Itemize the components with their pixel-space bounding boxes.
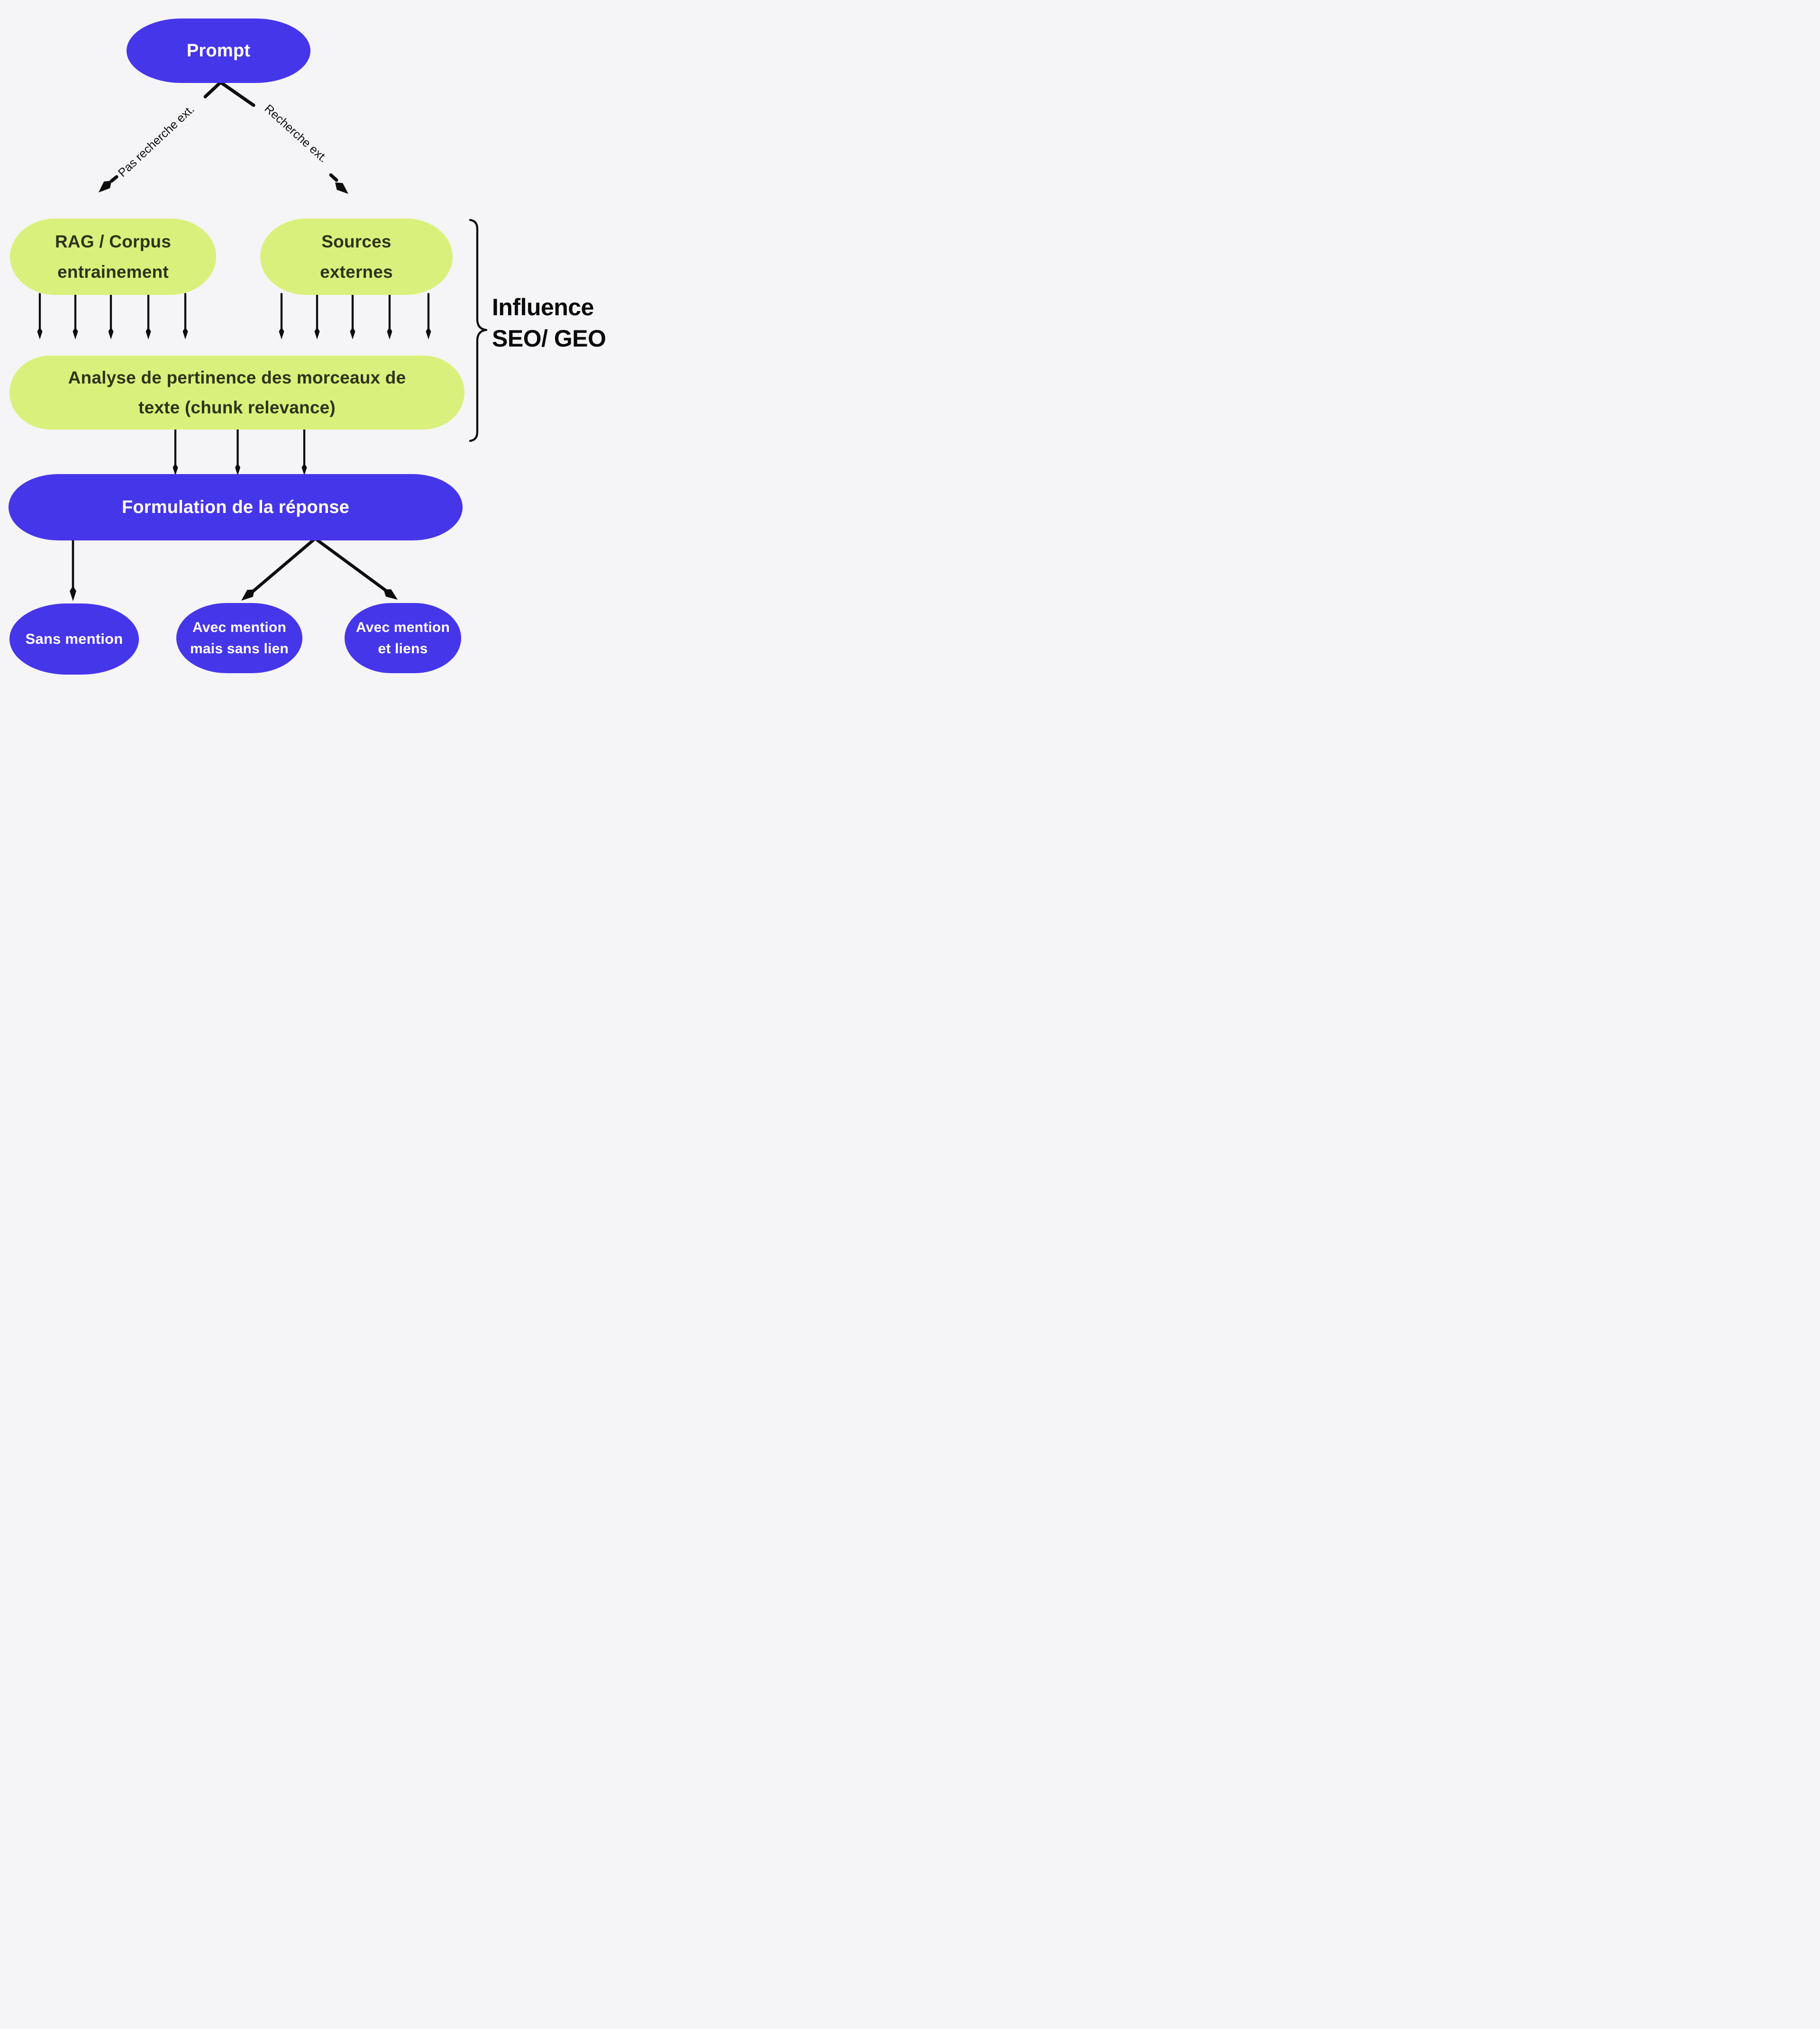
node-avec-mention-sans-lien-line2: mais sans lien [190, 641, 289, 657]
node-rag-line1: RAG / Corpus [55, 231, 171, 251]
node-formulation-reponse: Formulation de la réponse [9, 474, 463, 540]
node-analyse-pertinence: Analyse de pertinence des morceaux de te… [9, 356, 464, 430]
influence-line2: SEO/ GEO [492, 325, 606, 352]
node-rag-line2: entrainement [57, 262, 169, 282]
node-avec-mention-et-liens: Avec mention et liens [345, 603, 461, 673]
node-sources-line2: externes [320, 262, 393, 282]
node-prompt-label: Prompt [186, 40, 251, 61]
connector-layer [37, 81, 488, 604]
node-prompt: Prompt [127, 18, 310, 83]
arrows-rag-to-analysis [37, 292, 188, 340]
node-sources-externes: Sources externes [260, 219, 453, 295]
arrow-formulation-to-avec-mention-et-liens [313, 537, 401, 604]
node-avec-mention-et-liens-line1: Avec mention [355, 620, 450, 635]
node-analysis-line2: texte (chunk relevance) [138, 398, 336, 417]
arrows-sources-to-analysis [279, 292, 431, 340]
influence-seo-geo-label: Influence SEO/ GEO [492, 292, 606, 354]
node-rag-corpus: RAG / Corpus entrainement [10, 219, 216, 295]
node-sans-mention: Sans mention [9, 603, 139, 675]
node-avec-mention-et-liens-line2: et liens [378, 641, 428, 657]
arrow-prompt-to-rag [95, 81, 222, 196]
arrow-formulation-to-avec-mention-sans-lien [238, 537, 317, 604]
flowchart-canvas: Prompt Pas recherche ext. Recherche ext.… [0, 0, 607, 676]
node-avec-mention-sans-lien: Avec mention mais sans lien [176, 603, 302, 673]
brace-icon [469, 219, 488, 442]
node-sans-mention-label: Sans mention [25, 631, 123, 647]
arrows-analysis-to-formulation [173, 428, 307, 476]
node-analysis-line1: Analyse de pertinence des morceaux de [68, 368, 406, 387]
influence-line1: Influence [492, 294, 594, 320]
node-formulation-label: Formulation de la réponse [121, 497, 350, 517]
node-avec-mention-sans-lien-line1: Avec mention [192, 620, 286, 635]
arrow-prompt-to-sources [219, 81, 352, 198]
node-sources-line1: Sources [321, 231, 391, 251]
arrow-formulation-to-sans-mention [69, 535, 77, 602]
